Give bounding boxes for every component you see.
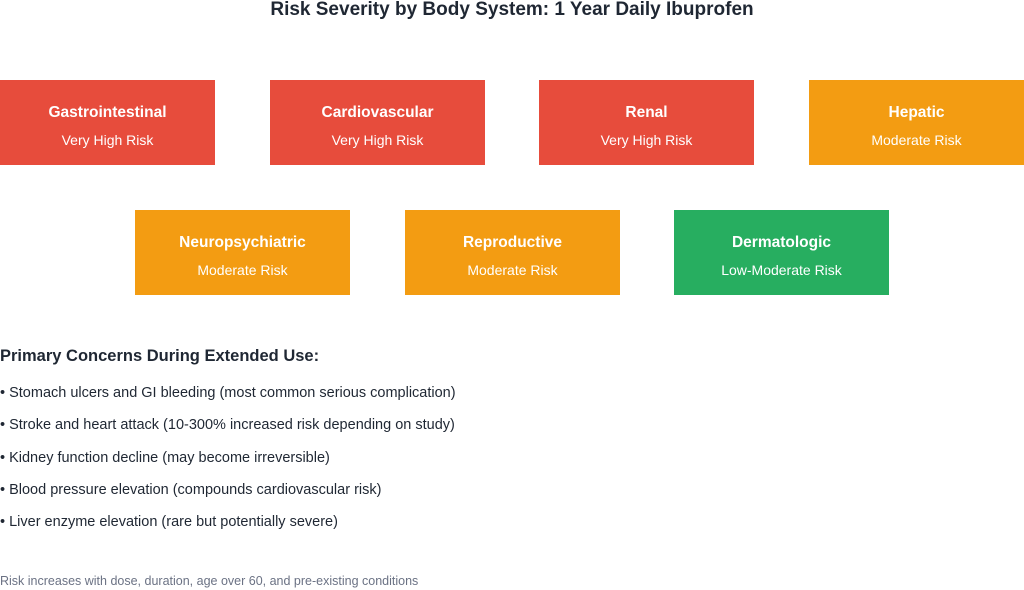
system-name: Cardiovascular xyxy=(321,104,434,121)
risk-level: Very High Risk xyxy=(61,132,154,148)
system-name: Renal xyxy=(625,104,668,121)
footnote: Risk increases with dose, duration, age … xyxy=(0,574,419,588)
system-name: Dermatologic xyxy=(731,234,832,251)
system-card-gastrointestinal: Gastrointestinal Very High Risk xyxy=(0,80,215,165)
risk-level: Moderate Risk xyxy=(871,132,962,148)
system-name: Neuropsychiatric xyxy=(179,234,306,251)
concern-item: • Liver enzyme elevation (rare but poten… xyxy=(0,514,338,530)
concerns-heading: Primary Concerns During Extended Use: xyxy=(0,347,320,365)
risk-level: Low-Moderate Risk xyxy=(721,262,842,278)
risk-level: Very High Risk xyxy=(331,132,424,148)
concern-item: • Blood pressure elevation (compounds ca… xyxy=(0,482,382,498)
system-name: Hepatic xyxy=(888,104,945,121)
system-name: Gastrointestinal xyxy=(48,104,167,121)
risk-level: Moderate Risk xyxy=(197,262,288,278)
system-card-reproductive: Reproductive Moderate Risk xyxy=(405,210,620,295)
system-name: Reproductive xyxy=(462,234,563,251)
system-card-renal: Renal Very High Risk xyxy=(539,80,754,165)
risk-level: Very High Risk xyxy=(600,132,693,148)
risk-level: Moderate Risk xyxy=(467,262,558,278)
system-card-neuropsychiatric: Neuropsychiatric Moderate Risk xyxy=(135,210,350,295)
concern-item: • Kidney function decline (may become ir… xyxy=(0,450,330,466)
concern-item: • Stomach ulcers and GI bleeding (most c… xyxy=(0,385,456,401)
system-card-dermatologic: Dermatologic Low-Moderate Risk xyxy=(674,210,889,295)
system-card-cardiovascular: Cardiovascular Very High Risk xyxy=(270,80,485,165)
concern-item: • Stroke and heart attack (10-300% incre… xyxy=(0,417,455,433)
diagram-title: Risk Severity by Body System: 1 Year Dai… xyxy=(270,0,754,20)
system-card-hepatic: Hepatic Moderate Risk xyxy=(809,80,1024,165)
